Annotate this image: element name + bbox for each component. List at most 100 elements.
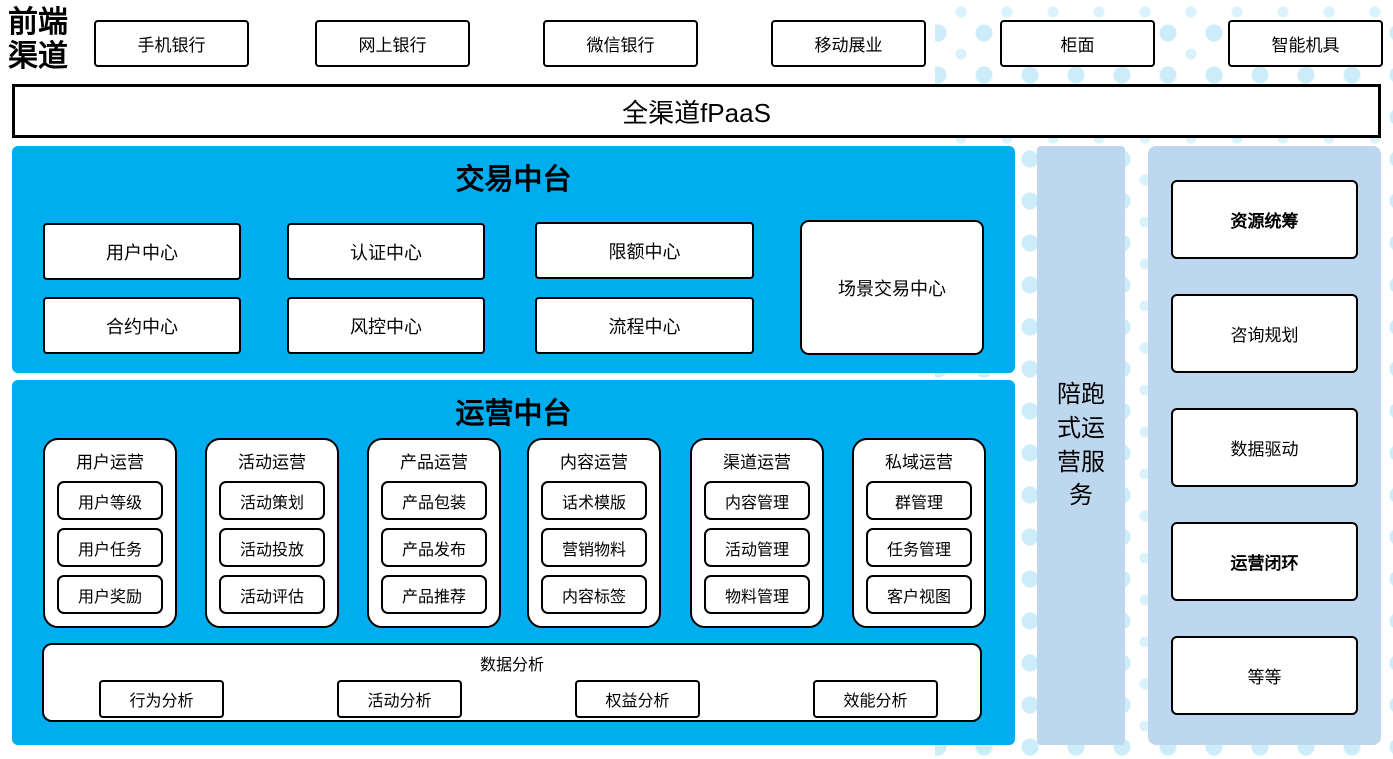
ops-item: 物料管理 <box>704 575 810 614</box>
service-box-consulting: 咨询规划 <box>1171 294 1358 373</box>
ops-column-activity: 活动运营 活动策划 活动投放 活动评估 <box>205 438 339 628</box>
scene-trade-center-box: 场景交易中心 <box>800 220 984 355</box>
accompany-service-label: 陪跑式运营服务 <box>1057 381 1105 510</box>
ops-item: 活动管理 <box>704 528 810 567</box>
ops-item: 活动策划 <box>219 481 325 520</box>
channel-box-mobile-sales: 移动展业 <box>771 20 926 67</box>
ops-item: 内容管理 <box>704 481 810 520</box>
service-box-etc: 等等 <box>1171 636 1358 715</box>
channel-box-online-banking: 网上银行 <box>315 20 470 67</box>
ops-item-label: 产品推荐 <box>401 588 466 606</box>
analysis-item-label: 行为分析 <box>129 693 194 710</box>
ops-item-label: 产品发布 <box>401 541 466 559</box>
ops-item: 活动投放 <box>219 528 325 567</box>
analysis-item-activity: 活动分析 <box>337 680 462 718</box>
ops-item-label: 用户任务 <box>77 541 142 559</box>
analysis-item-rights: 权益分析 <box>575 680 700 718</box>
ops-item-label: 任务管理 <box>886 541 951 559</box>
ops-item-label: 活动评估 <box>239 588 304 606</box>
ops-item: 营销物料 <box>541 528 647 567</box>
ops-column-title: 私域运营 <box>885 453 953 472</box>
trade-platform-title: 交易中台 <box>455 164 572 196</box>
ops-item: 产品包装 <box>381 481 487 520</box>
ops-item: 产品发布 <box>381 528 487 567</box>
ops-item-label: 活动管理 <box>724 541 789 559</box>
center-label: 合约中心 <box>106 316 178 337</box>
ops-item-label: 用户等级 <box>77 494 142 512</box>
center-box-process: 流程中心 <box>535 297 754 354</box>
center-box-auth: 认证中心 <box>287 223 485 280</box>
ops-item-label: 营销物料 <box>561 541 626 559</box>
analysis-item-label: 活动分析 <box>367 693 432 710</box>
ops-item: 客户视图 <box>866 575 972 614</box>
ops-column-channel: 渠道运营 内容管理 活动管理 物料管理 <box>690 438 824 628</box>
service-label: 数据驱动 <box>1230 440 1299 459</box>
channel-label: 网上银行 <box>358 36 427 55</box>
channel-label: 智能机具 <box>1271 36 1340 55</box>
ops-column-private-domain: 私域运营 群管理 任务管理 客户视图 <box>852 438 986 628</box>
ops-column-title: 用户运营 <box>76 453 144 472</box>
analysis-item-label: 权益分析 <box>605 693 670 710</box>
service-label: 运营闭环 <box>1230 554 1299 573</box>
ops-item: 用户任务 <box>57 528 163 567</box>
ops-item-label: 内容标签 <box>561 588 626 606</box>
channel-label: 移动展业 <box>814 36 883 55</box>
services-column: 资源统筹 咨询规划 数据驱动 运营闭环 等等 <box>1148 146 1381 745</box>
service-box-data-driven: 数据驱动 <box>1171 408 1358 487</box>
ops-item-label: 客户视图 <box>886 588 951 606</box>
ops-item-label: 活动投放 <box>239 541 304 559</box>
ops-item-label: 群管理 <box>894 494 943 512</box>
ops-item-label: 内容管理 <box>724 494 789 512</box>
ops-item: 用户奖励 <box>57 575 163 614</box>
ops-item-label: 产品包装 <box>401 494 466 512</box>
channel-box-mobile-banking: 手机银行 <box>94 20 249 67</box>
channel-box-smart-devices: 智能机具 <box>1228 20 1383 67</box>
trade-platform-section: 交易中台 用户中心 认证中心 限额中心 合约中心 风控中心 流程中心 场景交易中… <box>12 146 1015 373</box>
ops-item: 产品推荐 <box>381 575 487 614</box>
analysis-item-efficiency: 效能分析 <box>813 680 938 718</box>
analysis-item-behavior: 行为分析 <box>99 680 224 718</box>
data-analysis-title: 数据分析 <box>479 657 544 674</box>
front-channels-label: 前端渠道 <box>8 6 68 73</box>
center-label: 限额中心 <box>608 241 681 262</box>
channel-label: 微信银行 <box>586 36 655 55</box>
service-label: 等等 <box>1247 668 1282 687</box>
ops-column-content: 内容运营 话术模版 营销物料 内容标签 <box>527 438 661 628</box>
center-box-limit: 限额中心 <box>535 222 754 279</box>
accompany-service-bar: 陪跑式运营服务 <box>1037 146 1125 745</box>
ops-column-title: 产品运营 <box>400 453 468 472</box>
service-label: 咨询规划 <box>1230 326 1299 345</box>
ops-column-product: 产品运营 产品包装 产品发布 产品推荐 <box>367 438 501 628</box>
service-box-resource-planning: 资源统筹 <box>1171 180 1358 259</box>
ops-item-label: 用户奖励 <box>77 588 142 606</box>
data-analysis-box: 数据分析 行为分析 活动分析 权益分析 效能分析 <box>42 643 982 722</box>
channel-box-wechat-banking: 微信银行 <box>543 20 698 67</box>
scene-trade-center-label: 场景交易中心 <box>838 278 946 299</box>
channel-label: 柜面 <box>1060 36 1095 55</box>
center-box-risk: 风控中心 <box>287 297 485 354</box>
service-label: 资源统筹 <box>1230 212 1299 231</box>
ops-platform-title: 运营中台 <box>455 398 572 430</box>
ops-column-user: 用户运营 用户等级 用户任务 用户奖励 <box>43 438 177 628</box>
ops-item: 内容标签 <box>541 575 647 614</box>
center-box-user: 用户中心 <box>43 223 241 280</box>
center-label: 风控中心 <box>350 316 422 337</box>
data-analysis-row: 行为分析 活动分析 权益分析 效能分析 <box>44 675 980 718</box>
channel-box-counter: 柜面 <box>1000 20 1155 67</box>
analysis-item-label: 效能分析 <box>843 693 908 710</box>
ops-item-label: 物料管理 <box>724 588 789 606</box>
fpaas-label: 全渠道fPaaS <box>622 97 771 128</box>
ops-platform-section: 运营中台 用户运营 用户等级 用户任务 用户奖励 活动运营 活动策划 活动投放 … <box>12 380 1015 745</box>
ops-item: 任务管理 <box>866 528 972 567</box>
ops-item: 话术模版 <box>541 481 647 520</box>
ops-item: 群管理 <box>866 481 972 520</box>
fpaas-bar: 全渠道fPaaS <box>12 84 1381 138</box>
ops-column-title: 渠道运营 <box>723 453 791 472</box>
service-box-ops-closed-loop: 运营闭环 <box>1171 522 1358 601</box>
ops-item: 活动评估 <box>219 575 325 614</box>
ops-item-label: 活动策划 <box>239 494 304 512</box>
ops-column-title: 内容运营 <box>560 453 628 472</box>
center-label: 流程中心 <box>608 316 681 337</box>
channel-label: 手机银行 <box>137 36 206 55</box>
ops-item: 用户等级 <box>57 481 163 520</box>
